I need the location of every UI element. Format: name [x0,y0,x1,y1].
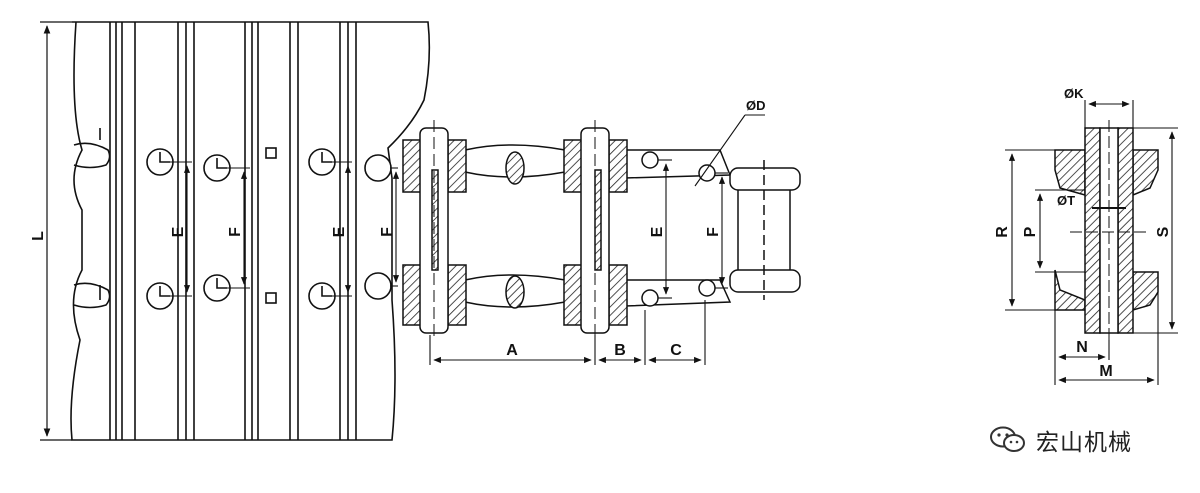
label-S: S [1155,226,1172,237]
label-D: ØD [746,98,766,113]
label-F-2: F [379,227,396,237]
label-N: N [1076,339,1088,356]
label-E-2: E [331,226,348,237]
label-E-3: E [649,226,666,237]
label-L: L [30,231,47,241]
watermark: 宏山机械 [988,424,1132,456]
wechat-logo-icon [990,426,1025,452]
label-R: R [994,226,1011,238]
label-P: P [1022,226,1039,237]
cross-section-dimensions [1005,100,1178,385]
label-T: ØT [1057,193,1075,208]
chain-dimensions [429,114,765,365]
label-C: C [670,342,682,359]
label-A: A [506,342,518,359]
dimension-L [40,21,72,441]
cross-section [1054,120,1159,342]
shoe-bolt-holes [146,148,392,310]
track-shoe-plate [70,21,431,441]
chain-centerlines [433,120,596,340]
label-B: B [614,342,626,359]
watermark-text: 宏山机械 [1036,430,1132,456]
chain-links [402,127,801,334]
shoe-dimensions [170,161,400,297]
chain-link-holes [641,151,716,307]
label-M: M [1099,363,1112,380]
label-K: ØK [1064,86,1084,101]
label-F-3: F [705,227,722,237]
label-E-1: E [170,226,187,237]
label-F-1: F [227,227,244,237]
